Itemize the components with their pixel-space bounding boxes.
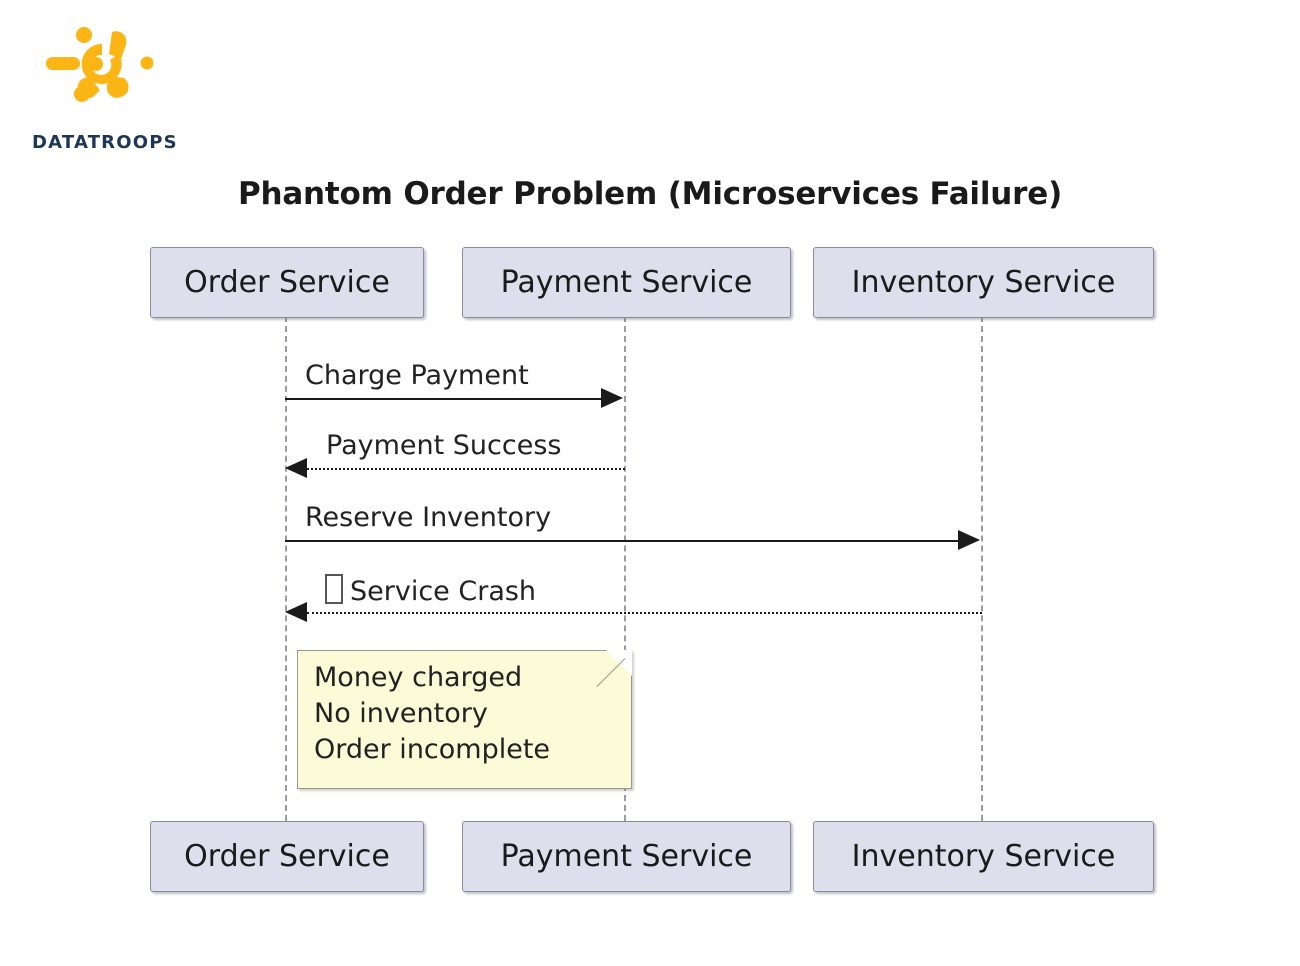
note-fold-corner: [606, 650, 632, 676]
sun-gear-icon: [40, 22, 160, 107]
message-label-service-crash: Service Crash: [325, 574, 536, 607]
participant-payment-bottom[interactable]: Payment Service: [462, 821, 791, 892]
diagram-title: Phantom Order Problem (Microservices Fai…: [237, 176, 1063, 212]
participant-order-top[interactable]: Order Service: [150, 247, 424, 318]
lifeline-payment: [624, 316, 626, 821]
message-line-service-crash: [307, 612, 982, 614]
participant-label: Inventory Service: [851, 839, 1116, 874]
participant-inventory-bottom[interactable]: Inventory Service: [813, 821, 1154, 892]
participant-label: Payment Service: [500, 265, 753, 300]
datatroops-logo: DATATROOPS: [30, 22, 200, 153]
message-line-payment-success: [307, 468, 625, 470]
lifeline-order: [285, 316, 287, 821]
participant-order-bottom[interactable]: Order Service: [150, 821, 424, 892]
participant-label: Order Service: [184, 839, 390, 874]
message-label-text: Service Crash: [350, 576, 537, 607]
note-box: Money charged No inventory Order incompl…: [297, 650, 632, 789]
participant-inventory-top[interactable]: Inventory Service: [813, 247, 1154, 318]
message-line-charge-payment: [285, 398, 603, 400]
arrowhead-left-payment-success: [285, 458, 307, 478]
message-label-charge-payment: Charge Payment: [305, 360, 529, 391]
participant-payment-top[interactable]: Payment Service: [462, 247, 791, 318]
note-line-3: Order incomplete: [314, 734, 551, 765]
participant-label: Order Service: [184, 265, 390, 300]
note-line-1: Money charged: [314, 662, 523, 693]
lifeline-inventory: [981, 316, 983, 821]
note-line-2: No inventory: [314, 698, 488, 729]
brand-wordmark: DATATROOPS: [32, 132, 178, 153]
arrowhead-left-service-crash: [285, 602, 307, 622]
missing-glyph-box-icon: [325, 574, 343, 604]
arrowhead-right-charge-payment: [601, 388, 623, 408]
message-label-reserve-inventory: Reserve Inventory: [305, 502, 552, 533]
arrowhead-right-reserve-inventory: [958, 530, 980, 550]
message-line-reserve-inventory: [285, 540, 960, 542]
participant-label: Payment Service: [500, 839, 753, 874]
participant-label: Inventory Service: [851, 265, 1116, 300]
message-label-payment-success: Payment Success: [326, 430, 562, 461]
